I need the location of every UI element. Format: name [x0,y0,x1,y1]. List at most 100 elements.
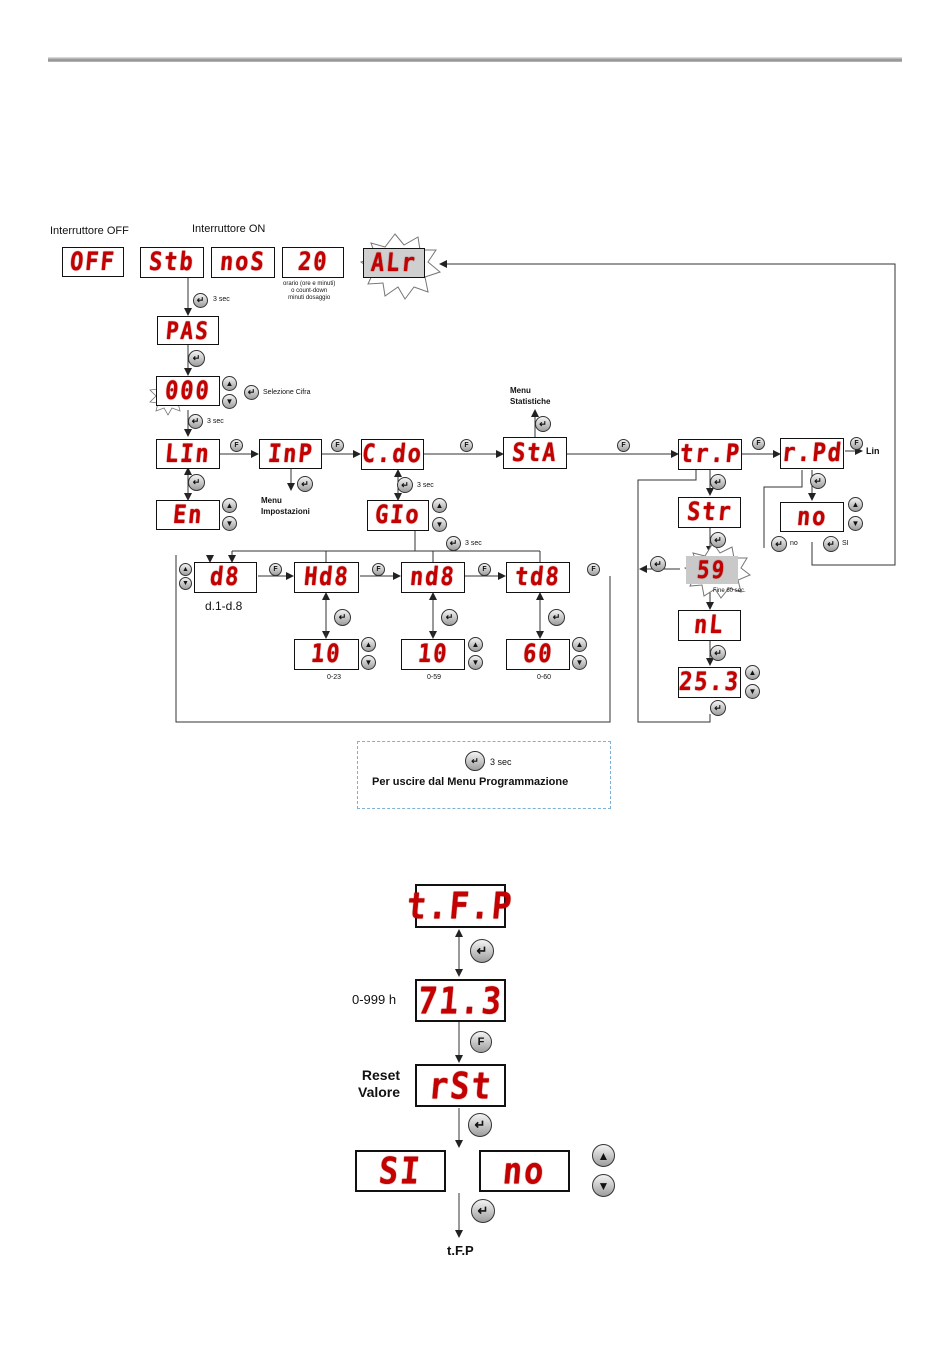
label-lin-exit: Lin [866,446,880,456]
header-rule [48,57,902,62]
enter-button-icon[interactable]: ↵ [465,751,485,771]
up-arrow-icon[interactable]: ▲ [432,498,447,513]
enter-button-icon[interactable]: ↵ [188,350,205,367]
enter-button-icon[interactable]: ↵ [468,1113,492,1137]
down-arrow-icon[interactable]: ▼ [179,577,192,590]
up-arrow-icon[interactable]: ▲ [572,637,587,652]
label-range-0-999: 0-999 h [352,992,397,1007]
enter-button-icon[interactable]: ↵ [244,385,259,400]
display-inp: InP [259,439,322,469]
f-button-icon[interactable]: F [269,563,282,576]
display-stat-value: 25.3 [677,667,742,698]
f-button-icon[interactable]: F [752,437,765,450]
enter-button-icon[interactable]: ↵ [548,609,565,626]
display-hours-total: 71.3 [415,978,506,1023]
enter-button-icon[interactable]: ↵ [771,536,787,552]
label-interruttore-on: Interruttore ON [192,223,266,235]
f-button-icon[interactable]: F [230,439,243,452]
enter-button-icon[interactable]: ↵ [297,476,313,492]
display-sta: StA [503,437,567,469]
label-3sec-a: 3 sec [213,296,230,303]
display-minutes-value: 10 [401,639,465,670]
display-td8: td8 [506,562,570,593]
display-off: OFF [62,247,124,277]
enter-button-icon[interactable]: ↵ [710,532,726,548]
display-hours-value: 10 [294,639,359,670]
label-3sec-d: 3 sec [465,540,482,547]
f-button-icon[interactable]: F [460,439,473,452]
label-3sec-c: 3 sec [417,482,434,489]
enter-button-icon[interactable]: ↵ [535,416,551,432]
enter-button-icon[interactable]: ↵ [710,645,726,661]
display-nl: nL [678,610,741,641]
enter-button-icon[interactable]: ↵ [188,414,203,429]
display-hd8: Hd8 [294,562,359,593]
display-rst: rSt [415,1064,506,1107]
label-reset-valore: Reset Valore [358,1067,401,1100]
f-button-icon[interactable]: F [587,563,600,576]
enter-button-icon[interactable]: ↵ [334,609,351,626]
down-arrow-icon[interactable]: ▼ [468,655,483,670]
f-button-icon[interactable]: F [372,563,385,576]
label-exit-text: Per uscire dal Menu Programmazione [372,776,569,788]
enter-button-icon[interactable]: ↵ [810,473,826,489]
enter-button-icon[interactable]: ↵ [193,293,208,308]
down-arrow-icon[interactable]: ▼ [745,684,760,699]
down-arrow-icon[interactable]: ▼ [361,655,376,670]
label-si: SI [842,540,849,547]
display-countdown: 20 [282,247,344,278]
display-trp: tr.P [678,439,742,470]
up-arrow-icon[interactable]: ▲ [222,376,237,391]
label-selezione-cifra: Selezione Cifra [263,389,311,396]
display-rpd: r.Pd [780,438,844,469]
display-nd8: nd8 [401,562,465,593]
enter-button-icon[interactable]: ↵ [710,474,726,490]
up-arrow-icon[interactable]: ▲ [468,637,483,652]
f-button-icon[interactable]: F [470,1031,492,1053]
label-menu-impostazioni: Menu Impostazioni [261,496,310,516]
display-stb: Stb [140,247,204,278]
display-str: Str [678,497,741,528]
up-arrow-icon[interactable]: ▲ [848,497,863,512]
down-arrow-icon[interactable]: ▼ [222,516,237,531]
enter-button-icon[interactable]: ↵ [710,700,726,716]
label-no: no [790,540,798,547]
enter-button-icon[interactable]: ↵ [446,536,461,551]
up-arrow-icon[interactable]: ▲ [745,665,760,680]
label-range-0-23: 0-23 [327,674,342,681]
down-arrow-icon[interactable]: ▼ [222,394,237,409]
label-interruttore-off: Interruttore OFF [50,225,129,237]
display-tfp: t.F.P [405,884,516,928]
down-arrow-icon[interactable]: ▼ [592,1174,615,1197]
enter-button-icon[interactable]: ↵ [823,536,839,552]
exit-note-box [357,741,611,809]
enter-button-icon[interactable]: ↵ [471,1199,495,1223]
up-arrow-icon[interactable]: ▲ [179,563,192,576]
up-arrow-icon[interactable]: ▲ [592,1144,615,1167]
display-nos: noS [211,247,275,278]
label-orario: orario (ore e minuti) o count-down minut… [283,281,336,301]
f-button-icon[interactable]: F [850,437,863,450]
enter-button-icon[interactable]: ↵ [188,474,205,491]
enter-button-icon[interactable]: ↵ [397,477,413,493]
label-menu-statistiche: Menu Statistiche [510,386,551,406]
display-lin: LIn [156,439,220,469]
f-button-icon[interactable]: F [478,563,491,576]
f-button-icon[interactable]: F [617,439,630,452]
display-si: SI [355,1149,446,1193]
down-arrow-icon[interactable]: ▼ [432,517,447,532]
down-arrow-icon[interactable]: ▼ [848,516,863,531]
up-arrow-icon[interactable]: ▲ [222,498,237,513]
up-arrow-icon[interactable]: ▲ [361,637,376,652]
enter-button-icon[interactable]: ↵ [441,609,458,626]
down-arrow-icon[interactable]: ▼ [572,655,587,670]
display-duration-value: 60 [506,639,570,670]
display-no: no [479,1149,570,1193]
label-tfp-bottom: t.F.P [447,1243,474,1258]
enter-button-icon[interactable]: ↵ [650,556,666,572]
enter-button-icon[interactable]: ↵ [470,939,494,963]
display-digits: 000 [156,376,220,406]
f-button-icon[interactable]: F [331,439,344,452]
label-range-0-59: 0-59 [427,674,442,681]
